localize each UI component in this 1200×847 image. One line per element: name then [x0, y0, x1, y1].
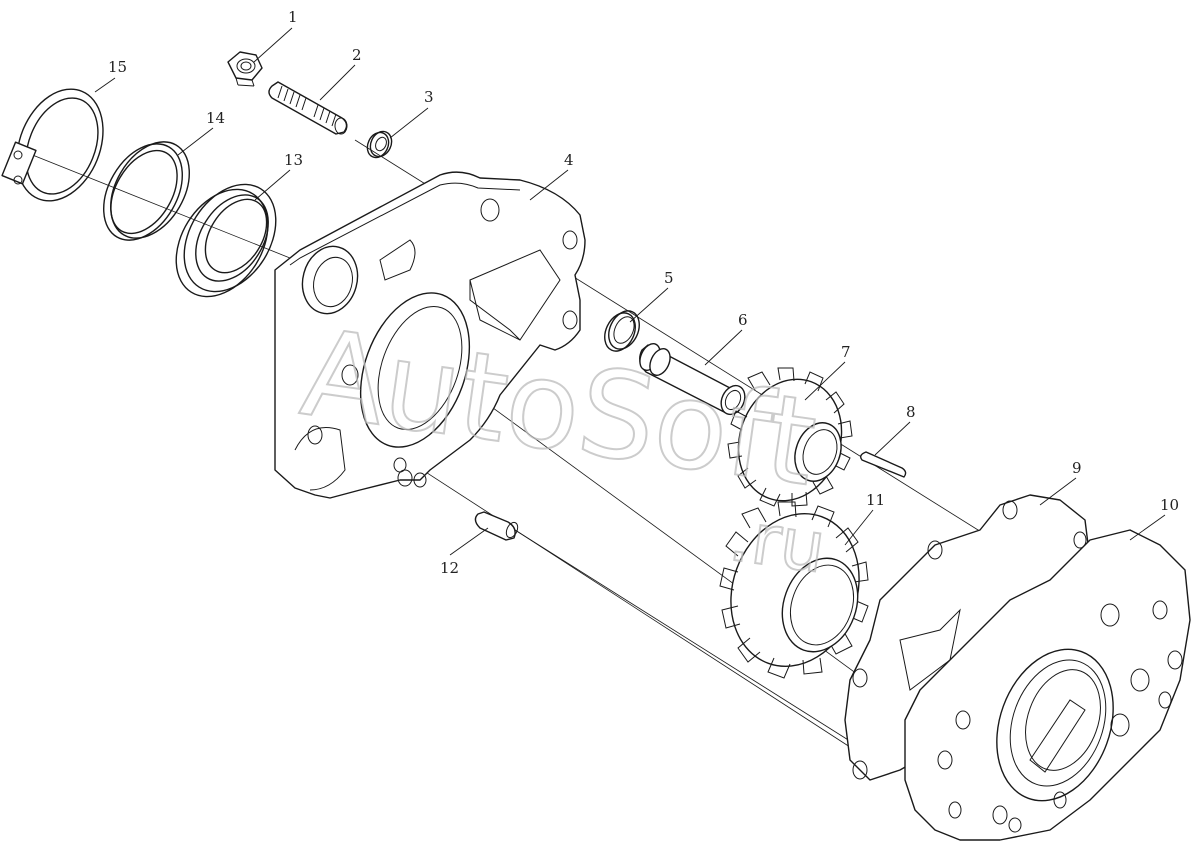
callout-6: 6	[738, 311, 748, 329]
callout-1: 1	[288, 8, 298, 26]
part-2-stud-bolt	[268, 81, 348, 135]
callout-12: 12	[440, 559, 459, 577]
watermark: AutoSoft .ru	[293, 303, 831, 590]
watermark-sub: .ru	[725, 495, 831, 589]
part-3-small-washer	[366, 130, 393, 159]
callout-7: 7	[841, 343, 851, 361]
part-11-driven-gear	[719, 501, 869, 679]
part-6-shaft-sleeve	[639, 343, 746, 416]
part-5-o-ring	[604, 310, 640, 352]
callout-5: 5	[664, 269, 674, 287]
part-12-dowel-pin	[474, 511, 519, 541]
callout-10: 10	[1160, 496, 1179, 514]
part-14-washer	[103, 141, 190, 241]
part-7-drive-gear	[727, 367, 853, 507]
part-8-pin	[859, 451, 907, 478]
part-13-bearing	[175, 183, 277, 298]
callout-8: 8	[906, 403, 916, 421]
callout-9: 9	[1072, 459, 1082, 477]
part-4-pump-housing	[274, 171, 586, 499]
part-15-snap-ring	[1, 88, 104, 202]
callout-labels: 1 2 3 4 5 6 7 8 9 10 11 12 13 14 15	[108, 8, 1179, 577]
part-1-nut	[227, 51, 263, 87]
callout-2: 2	[352, 46, 362, 64]
callout-3: 3	[424, 88, 434, 106]
callout-15: 15	[108, 58, 127, 76]
callout-4: 4	[564, 151, 574, 169]
part-10-cover-plate	[904, 529, 1191, 841]
callout-11: 11	[866, 491, 885, 509]
leader-lines	[94, 27, 1166, 556]
callout-14: 14	[206, 109, 225, 127]
callout-13: 13	[284, 151, 303, 169]
